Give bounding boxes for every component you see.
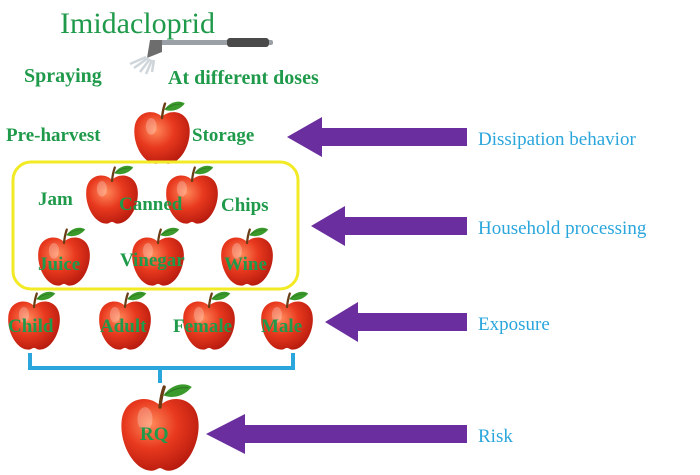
child-label: Child (8, 316, 54, 337)
title: Imidacloprid (60, 7, 215, 40)
female-label: Female (173, 316, 232, 337)
canned-label: Canned (119, 194, 183, 215)
stage-risk-label: Risk (478, 426, 513, 447)
male-label: Male (261, 316, 302, 337)
household-arrow (311, 206, 467, 246)
risk-arrow (206, 414, 467, 454)
stage-exposure-label: Exposure (478, 314, 550, 335)
wine-label: Wine (224, 254, 267, 275)
vinegar-label: Vinegar (120, 250, 185, 271)
spraying-label: Spraying (24, 65, 102, 87)
doses-label: At different doses (168, 67, 319, 89)
dissipation-arrow (287, 117, 467, 157)
chips-label: Chips (221, 195, 269, 216)
stage-household-label: Household processing (478, 218, 647, 239)
household-processing-box (11, 160, 300, 291)
sprayer-icon (129, 38, 273, 75)
storage-label: Storage (192, 125, 254, 146)
exposure-bracket (28, 353, 295, 383)
jam-label: Jam (38, 189, 73, 210)
pre-harvest-label: Pre-harvest (6, 125, 101, 146)
rq-label: RQ (140, 424, 169, 445)
stage-dissipation-label: Dissipation behavior (478, 129, 636, 150)
adult-label: Adult (100, 316, 147, 337)
juice-label: Juice (38, 254, 80, 275)
exposure-arrow (325, 302, 467, 342)
apple-icon (133, 100, 191, 165)
